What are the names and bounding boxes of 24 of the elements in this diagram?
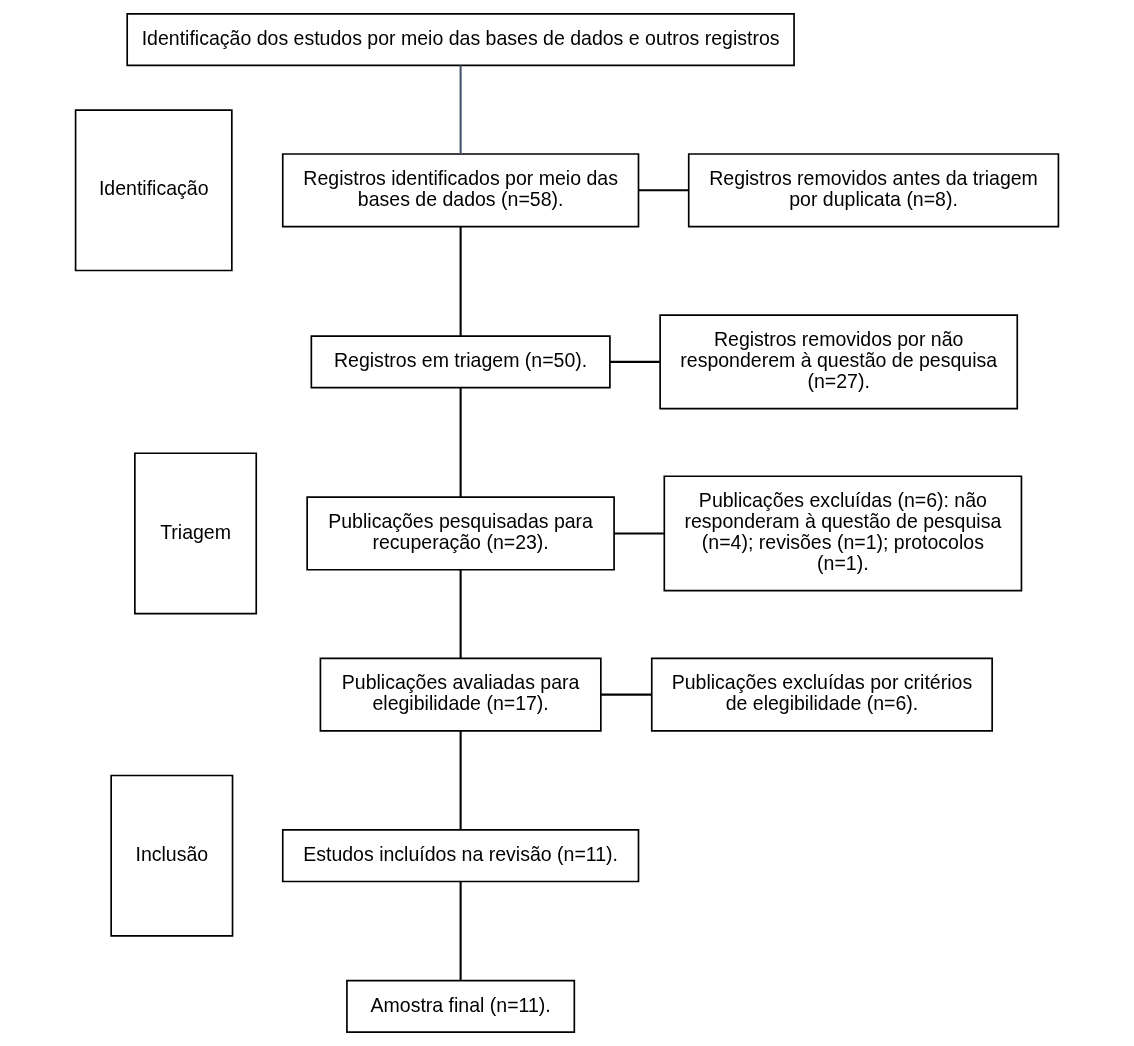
node-box: Registros em triagem (n=50). <box>310 335 611 389</box>
connector <box>614 532 664 535</box>
node-box: Registros identificados por meio das bases de dados (n=58). <box>281 153 640 228</box>
node-box: Estudos incluídos na revisão (n=11). <box>281 829 640 883</box>
connector <box>638 189 689 192</box>
connector <box>610 360 660 363</box>
node-box: Identificação dos estudos por meio das bases de dados e outros registros <box>126 12 795 67</box>
connector <box>459 387 462 497</box>
node-box: Registros removidos por não responderem à questão de pesquisa (n=27). <box>659 314 1019 410</box>
node-box: Identificação <box>74 109 233 272</box>
connector <box>601 693 652 696</box>
connector <box>459 226 462 336</box>
node-box: Inclusão <box>110 774 234 937</box>
connector <box>459 881 462 981</box>
node-box: Triagem <box>134 452 258 615</box>
node-box: Publicações excluídas (n=6): não responderam à questão de pesquisa (n=4); revisões (n=1); protocolos (n=1). <box>663 475 1023 592</box>
node-box: Amostra final (n=11). <box>346 979 576 1034</box>
connector <box>459 570 462 659</box>
node-box: Registros removidos antes da triagem por duplicata (n=8). <box>687 153 1060 228</box>
connector <box>459 65 462 154</box>
node-box: Publicações excluídas por critérios de elegibilidade (n=6). <box>650 657 993 732</box>
connector <box>459 731 462 830</box>
node-box: Publicações avaliadas para elegibilidade (n=17). <box>319 657 602 732</box>
node-box: Publicações pesquisadas para recuperação (n=23). <box>306 496 615 571</box>
